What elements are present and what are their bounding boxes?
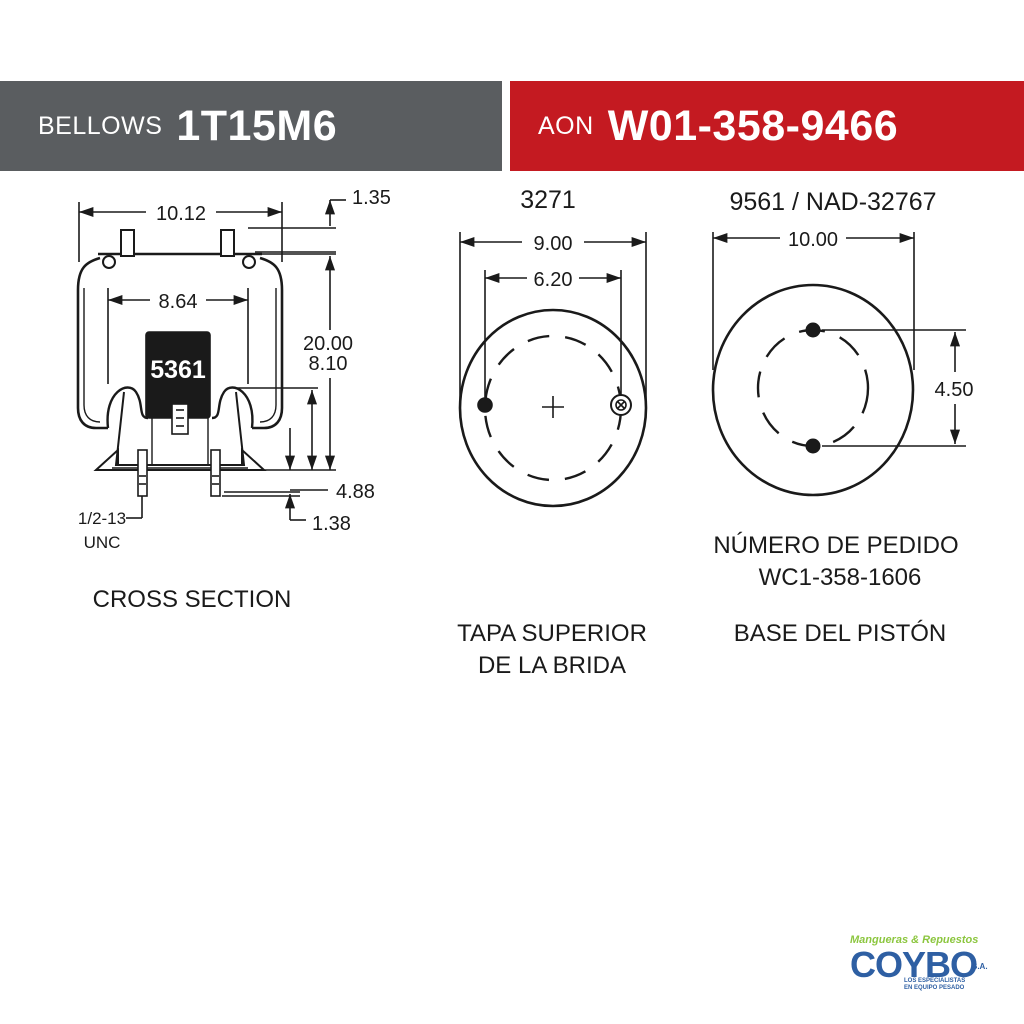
cross-section-caption: CROSS SECTION xyxy=(92,586,292,613)
piston-base-hole-top xyxy=(805,322,821,338)
cross-section-dim-base-height: 4.88 xyxy=(336,481,375,503)
top-plate-part-number: 3271 xyxy=(520,186,576,214)
cross-section-dim-height-min: 8.10 xyxy=(309,353,348,375)
cross-section-dim-top-offset: 1.35 xyxy=(352,187,391,209)
top-plate-air-fitting xyxy=(610,394,632,416)
cross-section-drawing xyxy=(76,199,346,521)
piston-base-hole-bottom xyxy=(805,438,821,454)
cross-section-dim-inner-width: 8.64 xyxy=(159,291,198,313)
piston-base-drawing xyxy=(711,232,966,497)
top-plate-outline xyxy=(458,308,648,508)
piston-base-outline xyxy=(711,283,915,497)
top-plate-caption-line1: TAPA SUPERIOR xyxy=(457,620,647,647)
logo-subtitle-line1: LOS ESPECIALISTAS xyxy=(904,978,966,984)
header-aon-band: AON W01-358-9466 xyxy=(510,81,1024,171)
header-bellows-band: BELLOWS 1T15M6 xyxy=(0,81,502,171)
bellows-prefix: BELLOWS xyxy=(38,111,163,140)
order-number-label: NÚMERO DE PEDIDO xyxy=(713,532,959,559)
piston-base-dim-outer: 10.00 xyxy=(788,229,838,251)
logo-brand: COYBO xyxy=(850,944,978,985)
logo-subtitle-line2: EN EQUIPO PESADO xyxy=(904,985,965,991)
logo-subtitle: LOS ESPECIALISTAS EN EQUIPO PESADO xyxy=(904,978,965,992)
aon-prefix: AON xyxy=(538,111,594,140)
aon-code: W01-358-9466 xyxy=(607,101,899,150)
piston-base-caption: BASE DEL PISTÓN xyxy=(733,620,947,647)
order-number-value: WC1-358-1606 xyxy=(758,564,922,591)
top-plate-dim-outer: 9.00 xyxy=(534,233,573,255)
cross-section-thread-type: UNC xyxy=(84,533,121,552)
logo-suffix: S.A. xyxy=(972,962,988,971)
cross-section-dim-top-width: 10.12 xyxy=(156,203,206,225)
top-plate-dim-bolt-spacing: 6.20 xyxy=(534,269,573,291)
bellows-code: 1T15M6 xyxy=(176,101,338,150)
top-plate-caption-line2: DE LA BRIDA xyxy=(477,652,627,679)
piston-base-dim-hole-spacing: 4.50 xyxy=(935,379,974,401)
cross-section-piston-label: 5361 xyxy=(150,356,206,384)
logo-tagline: Mangueras & Repuestos xyxy=(850,934,979,946)
piston-base-part-number: 9561 / NAD-32767 xyxy=(729,188,936,216)
cross-section-dim-height-max: 20.00 xyxy=(303,333,353,355)
cross-section-dim-stud-length: 1.38 xyxy=(312,513,351,535)
top-plate-bolt-left xyxy=(477,397,493,413)
coybo-logo: Mangueras & Repuestos COYBO S.A. LOS ESP… xyxy=(846,930,996,994)
cross-section-thread-spec: 1/2-13 xyxy=(78,509,126,528)
